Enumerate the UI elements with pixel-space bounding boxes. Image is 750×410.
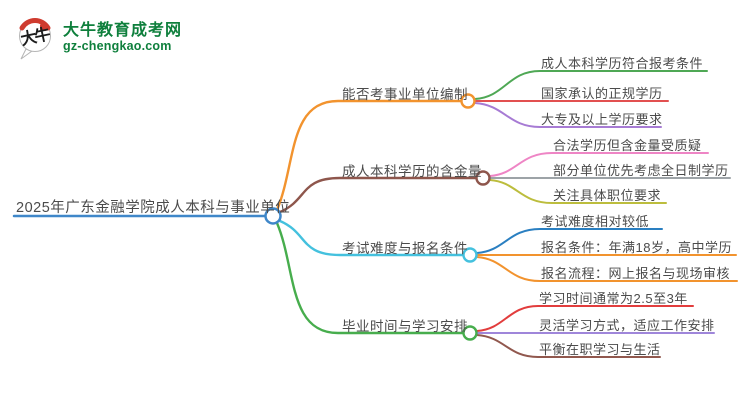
branch-2-node-circle[interactable] xyxy=(475,170,491,186)
root-node-circle[interactable] xyxy=(264,207,282,225)
child-3c-curve xyxy=(476,256,738,282)
child-4a-curve xyxy=(476,305,694,332)
branch-3-child-3-label: 报名流程：网上报名与现场审核 xyxy=(541,266,731,281)
logo-site-url: gz-chengkao.com xyxy=(63,38,172,53)
daniu-bull-speech-bubble-icon: 大牛 xyxy=(19,17,52,60)
branch-4-node-circle[interactable] xyxy=(462,325,478,341)
child-4c-curve xyxy=(476,334,661,358)
branch-1-child-2-label: 国家承认的正规学历 xyxy=(541,86,663,101)
branch-3-child-1-label: 考试难度相对较低 xyxy=(541,214,650,229)
branch-1-child-3-label: 大专及以上学历要求 xyxy=(541,112,663,127)
branch-2-child-3-label: 关注具体职位要求 xyxy=(553,188,662,203)
branch-2-child-2-label: 部分单位优先考虑全日制学历 xyxy=(553,163,729,178)
branch-3-label: 考试难度与报名条件 xyxy=(342,241,468,256)
child-2a-curve xyxy=(489,152,709,177)
branch-1-curve xyxy=(275,99,463,212)
branch-2-curve xyxy=(278,176,478,214)
site-logo[interactable]: 大牛 大牛教育成考网 gz-chengkao.com xyxy=(14,14,182,62)
branch-1-node-circle[interactable] xyxy=(460,93,476,109)
root-topic-label: 2025年广东金融学院成人本科与事业单位 xyxy=(16,200,291,216)
branch-3-child-2-label: 报名条件：年满18岁，高中学历 xyxy=(541,240,732,255)
branch-1-child-1-label: 成人本科学历符合报考条件 xyxy=(541,56,704,71)
branch-1-label: 能否考事业单位编制 xyxy=(342,87,468,102)
branch-3-node-circle[interactable] xyxy=(462,247,478,263)
branch-4-child-2-label: 灵活学习方式，适应工作安排 xyxy=(539,318,715,333)
logo-site-name: 大牛教育成考网 xyxy=(63,22,183,40)
branch-4-child-3-label: 平衡在职学习与生活 xyxy=(539,342,661,357)
branch-2-label: 成人本科学历的含金量 xyxy=(342,164,482,179)
branch-4-curve xyxy=(275,221,465,335)
branch-3-curve xyxy=(278,219,465,257)
child-3a-curve xyxy=(476,228,663,254)
child-1c-curve xyxy=(474,102,662,128)
branch-4-child-1-label: 学习时间通常为2.5至3年 xyxy=(539,291,688,306)
branch-2-child-1-label: 合法学历但含金量受质疑 xyxy=(553,138,702,153)
child-1a-curve xyxy=(474,70,708,100)
child-2c-curve xyxy=(489,179,667,204)
branch-4-label: 毕业时间与学习安排 xyxy=(342,319,468,334)
